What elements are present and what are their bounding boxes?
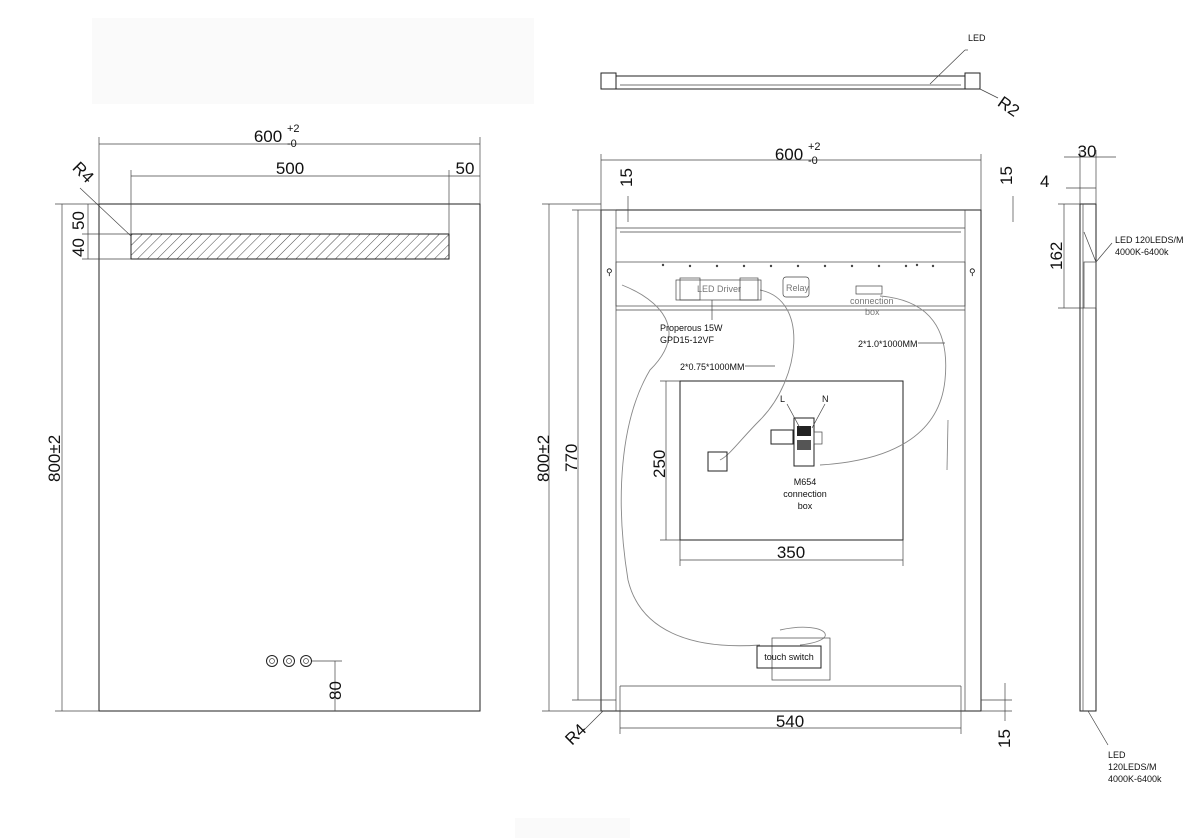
- side-led-height-label: 162: [1047, 242, 1066, 270]
- back-corner-radius: R4: [561, 720, 590, 749]
- bottom-width-label: 540: [776, 712, 804, 731]
- touch-switch-label: touch switch: [764, 652, 814, 662]
- wire-left: [620, 284, 761, 647]
- side-led-spec-top-line1: LED 120LEDS/M: [1115, 235, 1184, 245]
- side-view: 30 4 162 LED 120LEDS/M 4000K-6400k LED 1…: [1040, 142, 1184, 784]
- relay-label: Relay: [786, 283, 810, 293]
- m654-label-line3: box: [798, 501, 813, 511]
- sensor-square: [707, 451, 728, 472]
- led-driver-box: [679, 277, 701, 301]
- bottom-inset-label: 15: [995, 729, 1014, 748]
- keyhole-right-icon: ⚲: [969, 267, 976, 277]
- back-view: ⚲ ⚲ 600 +2 -0 15 15 800±2 770 250 350: [534, 141, 1016, 749]
- led-band-hatched: [130, 233, 450, 260]
- back-height-label: 800±2: [534, 435, 553, 482]
- wire-left-label: 2*0.75*1000MM: [680, 362, 745, 372]
- front-height-label: 800±2: [45, 435, 64, 482]
- top-view-corner-radius: R2: [994, 93, 1023, 121]
- side-led-spec-top-line2: 4000K-6400k: [1115, 247, 1169, 257]
- touch-button-demist-icon: [283, 655, 295, 667]
- touch-button-dimmer-icon: [300, 655, 312, 667]
- side-led-depth-label: 4: [1040, 172, 1049, 191]
- back-right-inset-label: 15: [997, 166, 1016, 185]
- led-driver-label: LED Driver: [697, 284, 741, 294]
- blank-area-bottom: [515, 818, 630, 838]
- wire-driver-loop: [719, 289, 795, 461]
- neutral-label: N: [822, 394, 829, 404]
- top-view-profile: [615, 75, 966, 90]
- connection-box-label-line2: box: [865, 307, 880, 317]
- panel-width-label: 350: [777, 543, 805, 562]
- touch-button-light-icon: [266, 655, 278, 667]
- back-left-inset-label: 15: [617, 168, 636, 187]
- connection-box-label-line1: connection: [850, 296, 894, 306]
- mirror-outline-front: [98, 203, 481, 712]
- driver-spec-line1: Properous 15W: [660, 323, 723, 333]
- m654-label-line1: M654: [794, 477, 817, 487]
- wire-switch: [779, 626, 826, 646]
- side-led-spec-bottom-line3: 4000K-6400k: [1108, 774, 1162, 784]
- blank-area-top: [92, 18, 534, 104]
- wire-right-label: 2*1.0*1000MM: [858, 339, 918, 349]
- led-strip-dots: [661, 263, 935, 268]
- led-band-width-label: 500: [276, 159, 304, 178]
- front-width-label: 600: [254, 127, 282, 146]
- wire-right: [819, 295, 947, 466]
- back-width-label: 600: [775, 145, 803, 164]
- back-inner-height-label: 770: [562, 444, 581, 472]
- top-view: LED R2: [600, 33, 1023, 121]
- front-width-tol-upper: +2: [287, 123, 300, 135]
- relay-box: [782, 276, 810, 298]
- side-led-spec-bottom-line1: LED: [1108, 750, 1126, 760]
- front-view: 600 +2 -0 500 50 R4 50 40 800±2 80: [45, 123, 481, 712]
- top-view-led-label: LED: [968, 33, 986, 43]
- front-width-tol-lower: -0: [287, 138, 297, 150]
- side-led-spec-bottom-line2: 120LEDS/M: [1108, 762, 1157, 772]
- m654-connection-box: [770, 403, 826, 467]
- m654-label-line2: connection: [783, 489, 827, 499]
- back-width-tol-upper: +2: [808, 141, 821, 153]
- front-corner-radius: R4: [69, 158, 98, 187]
- side-profile: [1079, 203, 1097, 712]
- side-depth-label: 30: [1078, 142, 1097, 161]
- switch-offset-label: 80: [326, 681, 345, 700]
- live-label: L: [780, 394, 785, 404]
- touch-switch-box: [756, 645, 822, 669]
- led-band-height-label: 40: [69, 238, 88, 257]
- led-band-offset-label: 50: [456, 159, 475, 178]
- driver-spec-line2: GPD15-12VF: [660, 335, 715, 345]
- back-panel: [679, 380, 904, 541]
- back-width-tol-lower: -0: [808, 155, 818, 167]
- led-band-top-label: 50: [69, 211, 88, 230]
- keyhole-left-icon: ⚲: [606, 267, 613, 277]
- panel-height-label: 250: [650, 450, 669, 478]
- mirror-outline-back: [600, 209, 982, 712]
